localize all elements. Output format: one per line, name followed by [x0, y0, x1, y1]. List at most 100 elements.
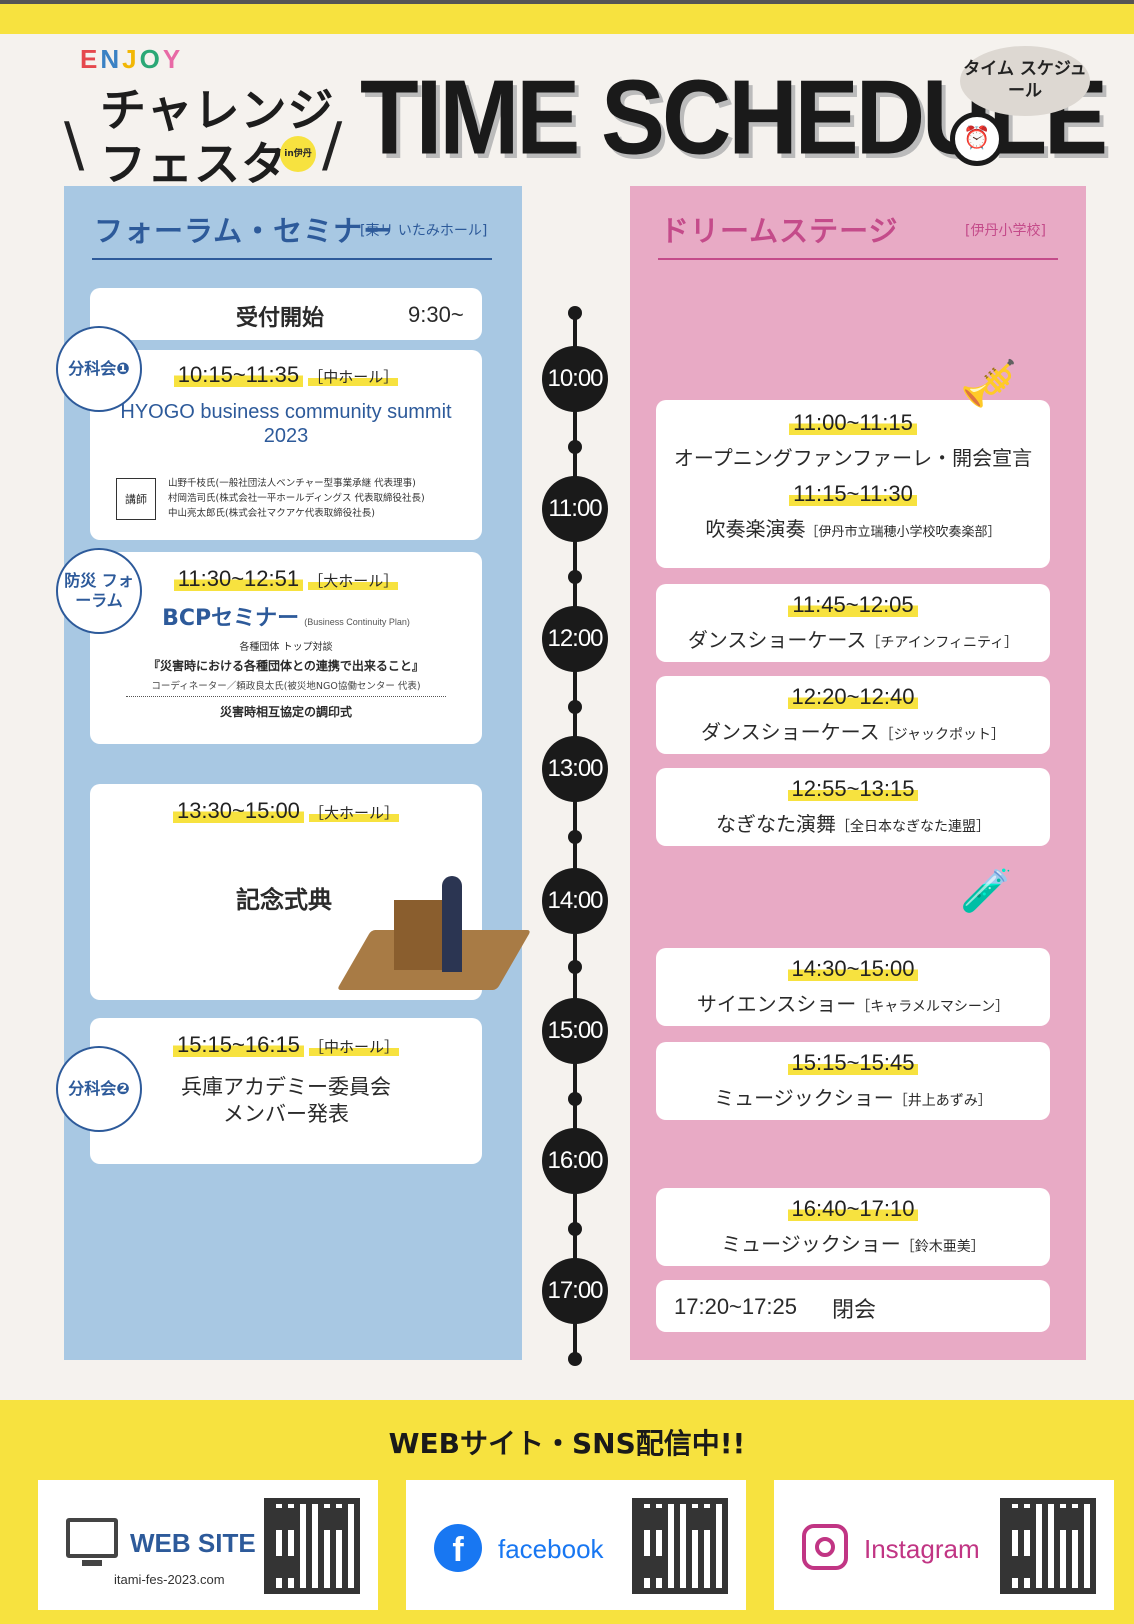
summit-title: HYOGO business community summit 2023 [120, 401, 452, 447]
stage-event-dance-2: 12:20~12:40 ダンスショーケース［ジャックポット］ [656, 676, 1050, 754]
music1-performer: ［井上あずみ］ [893, 1093, 992, 1109]
instagram-card[interactable]: Instagram [774, 1480, 1114, 1610]
facebook-qr-code[interactable] [632, 1498, 728, 1594]
stage-event-naginata: 12:55~13:15 なぎなた演舞［全日本なぎなた連盟］ [656, 768, 1050, 846]
dream-stage-column: ドリームステージ [伊丹小学校] 11:00~11:15 オープニングファンファ… [630, 186, 1086, 1360]
timeline-hour-1500: 15:00 [542, 998, 608, 1064]
bcp-line4: 災害時相互協定の調印式 [219, 705, 352, 719]
brass-performer: ［伊丹市立瑞穂小学校吹奏楽部］ [805, 525, 1001, 540]
closing-label: 閉会 [832, 1298, 877, 1323]
dance2-time: 12:20~12:40 [787, 684, 919, 709]
facebook-card[interactable]: f facebook [406, 1480, 746, 1610]
timeline-dot [568, 570, 582, 584]
session-summit-card: 10:15~11:35 ［中ホール］ HYOGO business commun… [90, 350, 482, 540]
session-bcp-card: 11:30~12:51 ［大ホール］ BCPセミナー (Business Con… [90, 552, 482, 744]
stage-event-closing: 17:20~17:25 閉会 [656, 1280, 1050, 1332]
badge-session-1: 分科会❶ [56, 326, 142, 412]
music2-performer: ［鈴木亜美］ [900, 1239, 985, 1255]
summit-speakers: 山野千枝氏(一般社団法人ベンチャー型事業承継 代表理事) 村岡浩司氏(株式会社一… [168, 476, 425, 521]
title-bubble: タイム スケジュール [960, 46, 1090, 116]
academy-line2: メンバー発表 [223, 1102, 349, 1126]
academy-line1: 兵庫アカデミー委員会 [181, 1075, 391, 1099]
academy-time: 15:15~16:15 [172, 1032, 304, 1057]
timeline-dot [568, 440, 582, 454]
badge-disaster-forum: 防災 フォーラム [56, 548, 142, 634]
bcp-subtitle: (Business Continuity Plan) [304, 617, 410, 627]
music2-time: 16:40~17:10 [787, 1196, 919, 1221]
forum-divider [92, 258, 492, 260]
logo-enjoy: ENJOY [80, 44, 184, 74]
logo-in-itami: in伊丹 [280, 136, 316, 172]
naginata-title: なぎなた演舞 [716, 812, 836, 836]
website-qr-code[interactable] [264, 1498, 360, 1594]
timeline-dot [568, 1092, 582, 1106]
academy-hall: ［中ホール］ [309, 1038, 400, 1056]
ceremony-time: 13:30~15:00 [172, 798, 304, 823]
flask-icon: 🧪 [960, 866, 1013, 915]
timeline-dot [568, 1352, 582, 1366]
science-time: 14:30~15:00 [787, 956, 919, 981]
badge-session-2: 分科会❷ [56, 1046, 142, 1132]
footer-heading: WEBサイト・SNS配信中!! [388, 1427, 746, 1460]
logo-slash-right: / [322, 110, 343, 180]
reception-card: 受付開始 9:30~ [90, 288, 482, 340]
naginata-time: 12:55~13:15 [787, 776, 919, 801]
brass-time: 11:15~11:30 [789, 481, 917, 506]
bcp-dotted-rule [126, 696, 446, 697]
stage-event-music-1: 15:15~15:45 ミュージックショー［井上あずみ］ [656, 1042, 1050, 1120]
science-performer: ［キャラメルマシーン］ [856, 999, 1010, 1015]
opening-title: オープニングファンファーレ・開会宣言 [673, 446, 1033, 470]
closing-time: 17:20~17:25 [674, 1294, 797, 1319]
bcp-time: 11:30~12:51 [173, 566, 304, 591]
session-academy-card: 15:15~16:15 ［中ホール］ 兵庫アカデミー委員会 メンバー発表 [90, 1018, 482, 1164]
summit-time: 10:15~11:35 [173, 362, 304, 387]
music1-title: ミュージックショー [714, 1086, 894, 1110]
dance1-title: ダンスショーケース [687, 628, 867, 652]
forum-heading: フォーラム・セミナー [94, 214, 394, 248]
stage-heading: ドリームステージ [660, 214, 899, 248]
footer-sns: WEBサイト・SNS配信中!! WEB SITE itami-fes-2023.… [0, 1400, 1134, 1624]
speaker-2: 村岡浩司氏(株式会社一平ホールディングス 代表取締役社長) [168, 493, 425, 504]
stage-venue: [伊丹小学校] [965, 223, 1046, 239]
forum-seminar-column: フォーラム・セミナー [東リ いたみホール] 受付開始 9:30~ 10:15~… [64, 186, 532, 1360]
reception-time: 9:30~ [408, 302, 464, 327]
bcp-line2: 『災害時における各種団体との連携で出来ること』 [148, 659, 424, 673]
timeline-hour-1000: 10:00 [542, 346, 608, 412]
logo-line1: チャレンジ [100, 83, 335, 137]
top-band [0, 0, 1134, 34]
brass-title: 吹奏楽演奏 [705, 517, 806, 541]
stage-divider [658, 258, 1058, 260]
stage-event-opening: 11:00~11:15 オープニングファンファーレ・開会宣言 11:15~11:… [656, 400, 1050, 568]
opening-time: 11:00~11:15 [789, 410, 917, 435]
website-url[interactable]: itami-fes-2023.com [114, 1572, 225, 1587]
top-edge [0, 0, 1134, 4]
timeline-hour-1600: 16:00 [542, 1128, 608, 1194]
bcp-hall: ［大ホール］ [308, 572, 399, 590]
timeline-dot [568, 1222, 582, 1236]
music2-title: ミュージックショー [721, 1232, 901, 1256]
instagram-icon [802, 1524, 848, 1570]
timeline-hour-1400: 14:00 [542, 868, 608, 934]
naginata-performer: ［全日本なぎなた連盟］ [836, 819, 990, 835]
website-card[interactable]: WEB SITE itami-fes-2023.com [38, 1480, 378, 1610]
stage-event-science: 14:30~15:00 サイエンスショー［キャラメルマシーン］ [656, 948, 1050, 1026]
timeline-hour-1100: 11:00 [542, 476, 608, 542]
website-label: WEB SITE [130, 1528, 256, 1558]
trumpet-icon: 🎺 [960, 356, 1018, 410]
timeline-hour-1200: 12:00 [542, 606, 608, 672]
instagram-label: Instagram [864, 1534, 980, 1564]
instagram-qr-code[interactable] [1000, 1498, 1096, 1594]
timeline-dot [568, 960, 582, 974]
ceremony-hall: ［大ホール］ [309, 804, 400, 822]
facebook-label: facebook [498, 1534, 604, 1564]
timeline-dot [568, 306, 582, 320]
timeline-hour-1300: 13:00 [542, 736, 608, 802]
stage-event-dance-1: 11:45~12:05 ダンスショーケース［チアインフィニティ］ [656, 584, 1050, 662]
reception-label: 受付開始 [236, 306, 325, 331]
logo-slash-left: \ [64, 110, 85, 180]
dance2-performer: ［ジャックポット］ [879, 727, 1005, 743]
speaker-tag: 講師 [116, 478, 156, 520]
summit-hall: ［中ホール］ [308, 368, 399, 386]
dance2-title: ダンスショーケース [701, 720, 880, 744]
ceremony-title: 記念式典 [236, 886, 332, 914]
